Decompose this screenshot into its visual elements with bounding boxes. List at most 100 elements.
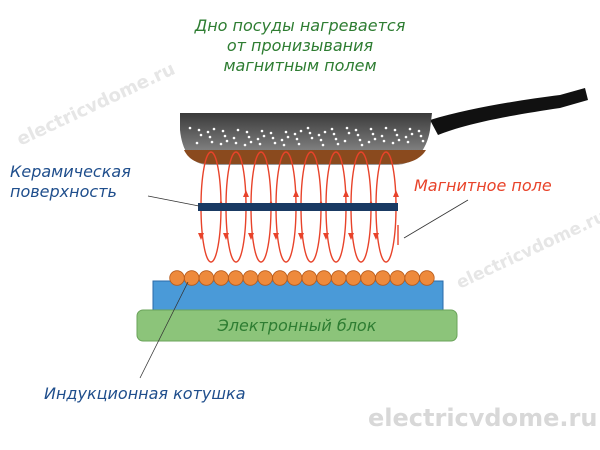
field-arrow [293,190,299,197]
oil-dot [245,130,249,134]
field-arrow [198,233,204,240]
oil-dot [332,132,336,136]
title-line: от пронизывания [226,36,374,55]
pan-handle [430,88,588,135]
coil-leader [139,281,189,379]
coil-turn [242,270,259,286]
oil-dot [360,143,364,147]
oil-dot [232,136,236,140]
oil-dot [269,131,273,135]
coil-turn [404,270,420,286]
oil-dot [410,132,414,136]
oil-dot [197,128,201,132]
coil-turn [272,270,288,286]
oil-dot [273,141,277,145]
oil-dot [225,139,229,143]
frying-pan [180,88,588,165]
oil-dot [347,131,351,135]
field-arrow [323,233,329,240]
oil-dot [334,137,338,141]
field-leader [403,199,469,239]
oil-dot [373,137,377,141]
induction-coil [169,270,435,286]
coil-turn [331,270,347,286]
oil-dot [343,139,347,143]
magnetic-field-label: Магнитное поле [414,176,552,195]
oil-dot [336,142,340,146]
oil-dot [280,138,284,142]
oil-dot [299,129,303,133]
oil-dot [391,141,395,145]
coil-turn [360,270,376,286]
pan-oil-dots [188,126,425,147]
field-arrow [243,190,249,197]
pan-bottom [184,150,426,164]
oil-dot [417,129,421,133]
field-arrow [273,233,279,240]
oil-dot [310,136,314,140]
oil-dot [208,135,212,139]
coil-turn [389,270,406,286]
oil-dot [345,126,349,130]
ceramic-surface [198,203,398,211]
oil-dot [306,126,310,130]
oil-dot [293,132,297,136]
oil-dot [243,143,247,147]
field-arrow [348,233,354,240]
oil-dot [330,127,334,131]
oil-dot [369,127,373,131]
coil-turn [257,270,273,286]
oil-dot [286,135,290,139]
oil-dot [321,143,325,147]
coil-turn [213,270,229,286]
oil-dot [210,140,214,144]
oil-dot [236,128,240,132]
oil-dot [419,134,423,138]
oil-dot [247,135,251,139]
title-line: Дно посуды нагревается [194,16,406,35]
oil-dot [393,128,397,132]
field-arrow [248,233,254,240]
oil-dot [195,141,199,145]
field-arrow [343,190,349,197]
oil-dot [397,138,401,142]
oil-dot [223,134,227,138]
oil-dot [380,134,384,138]
induction-base [152,280,444,312]
watermark: electricvdome.ru [368,404,598,432]
oil-dot [408,127,412,131]
field-arrow [298,233,304,240]
oil-dot [356,133,360,137]
oil-dot [371,132,375,136]
oil-dot [262,134,266,138]
oil-dot [404,135,408,139]
oil-dot [406,140,410,144]
induction-coil-label: Индукционная котушка [44,384,246,403]
title: Дно посуды нагревается от пронизывания м… [150,16,450,76]
ceramic-label: Керамическая поверхность [10,162,131,202]
oil-dot [206,130,210,134]
oil-dot [382,139,386,143]
oil-dot [282,143,286,147]
oil-dot [421,139,425,143]
oil-dot [212,127,216,131]
oil-dot [199,133,203,137]
oil-dot [395,133,399,137]
coil-turn [169,270,185,286]
oil-dot [234,141,238,145]
oil-dot [256,137,260,141]
coil-turn [198,270,215,286]
oil-dot [358,138,362,142]
electronic-block-label: Электронный блок [217,316,377,335]
oil-dot [295,137,299,141]
ceramic-label-line: поверхность [10,182,117,201]
coil-turn [316,270,332,286]
oil-dot [219,142,223,146]
oil-dot [284,130,288,134]
oil-dot [323,130,327,134]
oil-dot [308,131,312,135]
field-arrow [373,233,379,240]
oil-dot [258,142,262,146]
coil-turn [183,270,200,286]
